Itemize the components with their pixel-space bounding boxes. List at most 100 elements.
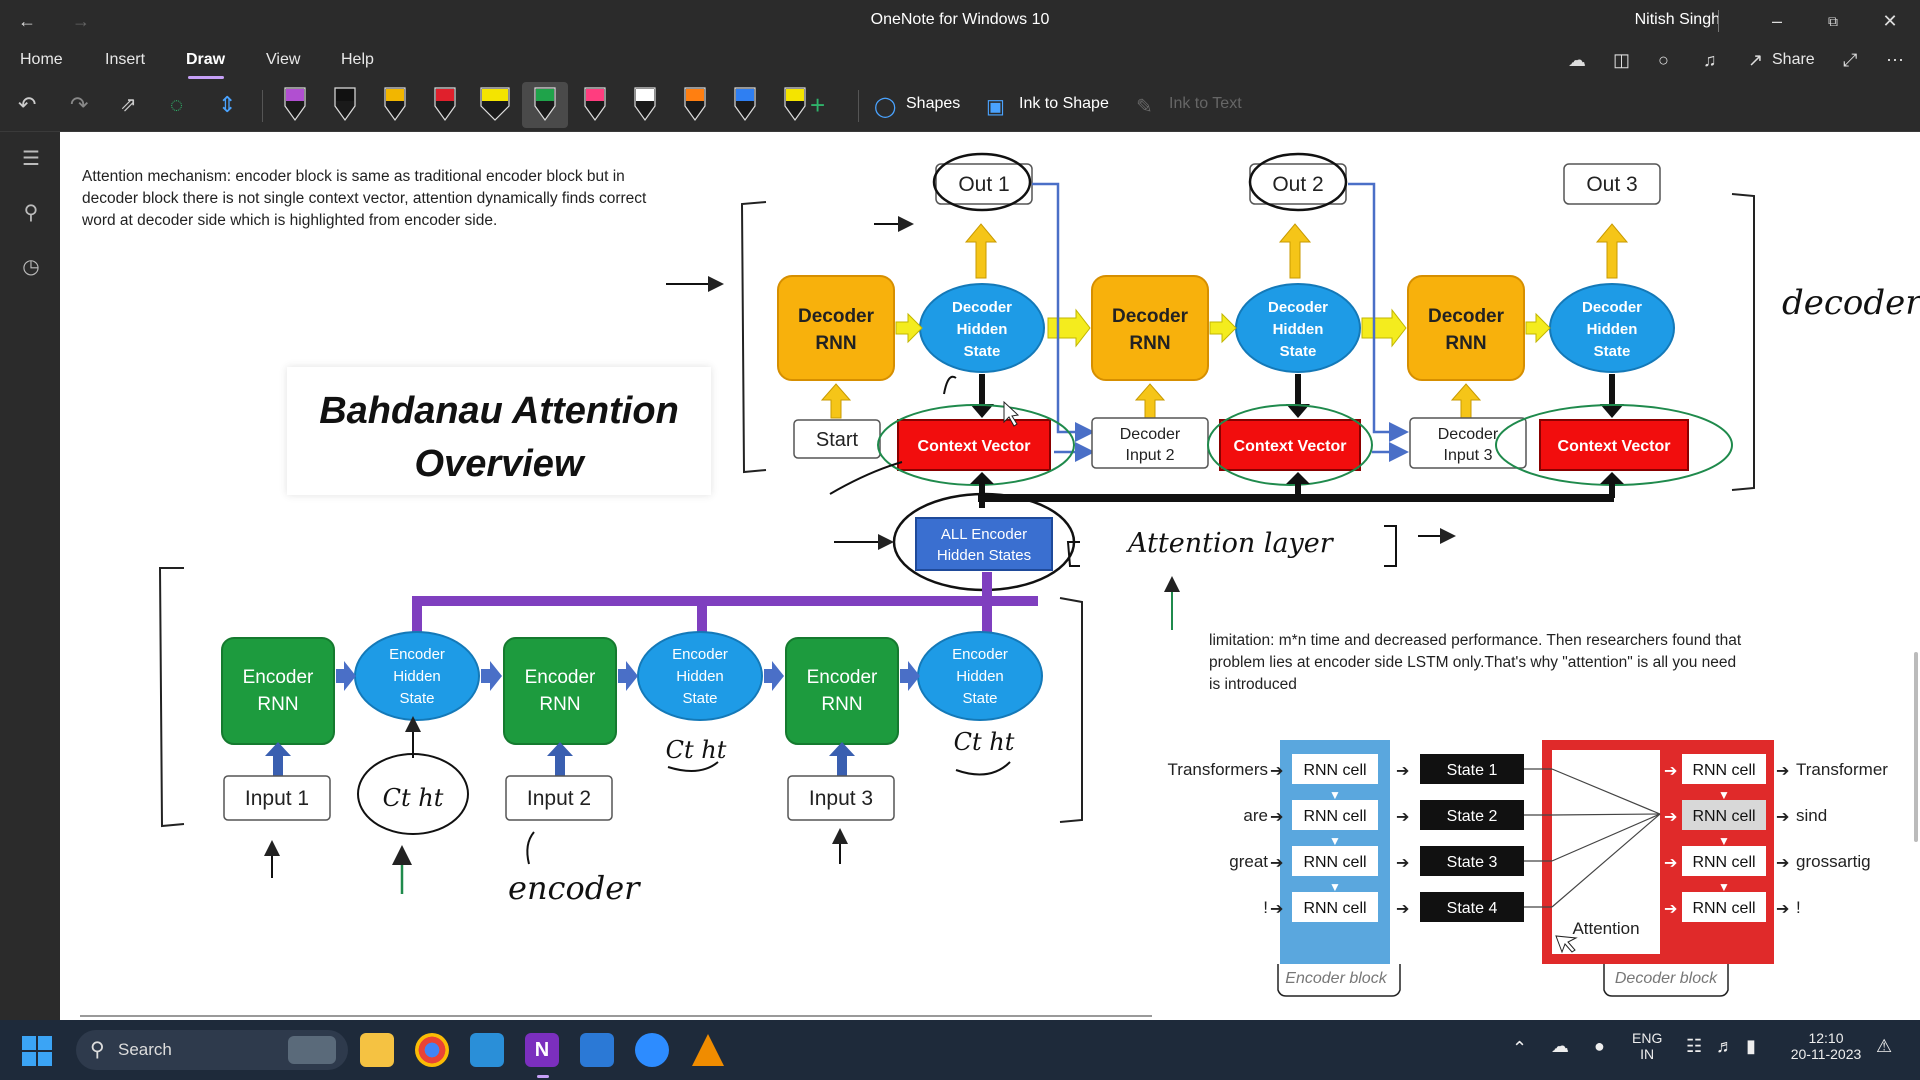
yellow-arrow xyxy=(1595,223,1629,279)
encoder-bracket-right xyxy=(1059,597,1083,823)
search-icon[interactable]: ⚲ xyxy=(23,202,39,224)
encoder-rnn-cell xyxy=(1292,846,1378,876)
decoder-rnn-cell xyxy=(1682,754,1766,784)
language-indicator[interactable]: ENG IN xyxy=(1632,1030,1662,1062)
input-2-box xyxy=(505,775,613,821)
arrow-icon: ➔ xyxy=(1664,901,1677,918)
shapes-button[interactable]: Shapes xyxy=(906,95,961,112)
tray-chevron-icon[interactable]: ⌃ xyxy=(1512,1038,1528,1058)
chrome-icon[interactable] xyxy=(415,1033,449,1067)
ink-stroke xyxy=(526,831,535,865)
redo-icon[interactable]: ↷ xyxy=(70,92,89,117)
user-name[interactable]: Nitish Singh xyxy=(1634,11,1720,28)
encoder-rnn-3-label: RNN xyxy=(821,694,862,715)
ink-to-text-button[interactable]: Ink to Text xyxy=(1169,95,1242,112)
pen-tool[interactable] xyxy=(522,82,568,128)
ink-to-shape-button[interactable]: Ink to Shape xyxy=(1019,95,1109,112)
tab-home[interactable]: Home xyxy=(20,51,63,68)
clock[interactable]: 12:10 20-11-2023 xyxy=(1786,1030,1866,1062)
arrow-icon: ➔ xyxy=(1396,763,1409,780)
yellow-arrow xyxy=(1047,308,1091,348)
notification-bell-icon[interactable]: ⚠ xyxy=(1876,1036,1893,1056)
tab-insert[interactable]: Insert xyxy=(105,51,146,68)
decoder-hidden-1-label: State xyxy=(964,343,1001,360)
arrow-icon: ➔ xyxy=(1270,901,1283,918)
decoder-hidden-3-label: Hidden xyxy=(1587,321,1638,338)
state-label: State 2 xyxy=(1447,808,1498,825)
context-vector-1-label: Context Vector xyxy=(918,438,1031,455)
restore-icon[interactable]: ⧉ xyxy=(1828,13,1838,29)
taskbar: ⚲ Search N ⌃ ☁ ● ENG IN ☷ ♬ ▮ 12:10 20-1… xyxy=(0,1020,1920,1080)
forward-arrow-icon[interactable]: → xyxy=(72,11,90,31)
share-button[interactable]: Share xyxy=(1772,51,1815,68)
all-encoder-states-label: Hidden States xyxy=(937,547,1031,564)
add-space-icon[interactable]: ⇕ xyxy=(218,92,237,117)
pen-tool[interactable] xyxy=(284,87,306,122)
vertical-scrollbar[interactable] xyxy=(1914,652,1918,842)
yellow-arrow xyxy=(964,223,998,279)
minimize-icon[interactable]: – xyxy=(1771,11,1782,31)
title-bar: ← → OneNote for Windows 10 Nitish Singh … xyxy=(0,0,1920,42)
rnn-cell-label: RNN cell xyxy=(1303,762,1366,779)
pen-tool[interactable] xyxy=(634,87,656,122)
arrow-icon: ➔ xyxy=(1664,763,1677,780)
notebook-icon[interactable]: ◫ xyxy=(1613,50,1631,70)
tab-help[interactable]: Help xyxy=(341,51,374,68)
pen-tool[interactable] xyxy=(784,87,806,122)
note-canvas[interactable]: Attention mechanism: encoder block is sa… xyxy=(60,132,1920,1020)
notebooks-icon[interactable]: ☰ xyxy=(22,148,40,170)
tab-view[interactable]: View xyxy=(266,51,301,68)
zoom-icon[interactable] xyxy=(635,1033,669,1067)
close-icon[interactable]: ✕ xyxy=(1882,11,1898,31)
context-vector-3 xyxy=(1539,419,1689,471)
arrow-icon: ➔ xyxy=(1776,763,1789,780)
ink-to-text-icon[interactable]: ✎ xyxy=(1136,96,1153,118)
down-arrow-icon: ▼ xyxy=(1329,788,1341,802)
onenote-icon[interactable]: N xyxy=(525,1033,559,1067)
recent-notes-icon[interactable]: ◷ xyxy=(22,256,40,278)
volume-icon[interactable]: ♬ xyxy=(1716,1036,1734,1056)
encoder-rnn-cell xyxy=(1292,800,1378,830)
pen-tool[interactable] xyxy=(334,87,356,122)
taskbar-search[interactable]: ⚲ Search xyxy=(76,1030,348,1070)
ink-stroke xyxy=(955,761,1011,776)
pen-tool[interactable] xyxy=(480,87,510,121)
input-3-label: Input 3 xyxy=(809,787,873,810)
windows-start-icon[interactable] xyxy=(22,1036,52,1066)
battery-icon[interactable]: ▮ xyxy=(1746,1036,1756,1056)
more-icon[interactable]: ⋯ xyxy=(1886,50,1904,70)
pen-tool[interactable] xyxy=(434,87,456,122)
sync-icon[interactable]: ☁ xyxy=(1568,50,1586,70)
pen-tool[interactable] xyxy=(384,87,406,122)
pen-tool[interactable] xyxy=(684,87,706,122)
file-explorer-icon[interactable] xyxy=(360,1033,394,1067)
attention-note-text[interactable]: Attention mechanism: encoder block is sa… xyxy=(82,168,647,229)
wifi-icon[interactable]: ☷ xyxy=(1686,1036,1703,1056)
pen-palette[interactable]: + xyxy=(268,80,828,132)
limitation-note-text[interactable]: limitation: m*n time and decreased perfo… xyxy=(1209,632,1742,693)
shapes-icon[interactable]: ◯ xyxy=(874,96,897,118)
undo-icon[interactable]: ↶ xyxy=(18,92,37,117)
attention-layer-bracket xyxy=(1384,525,1397,567)
add-pen-icon[interactable]: + xyxy=(810,90,825,120)
bell-icon[interactable]: ♫ xyxy=(1703,50,1717,70)
pen-tool[interactable] xyxy=(734,87,756,122)
vlc-icon[interactable] xyxy=(692,1034,724,1066)
type-select-icon[interactable]: ⇗ xyxy=(120,94,137,116)
lightbulb-icon[interactable]: ○ xyxy=(1658,50,1669,70)
notepad-icon[interactable] xyxy=(580,1033,614,1067)
blue-arrow xyxy=(481,661,502,691)
onedrive-icon[interactable]: ☁ xyxy=(1551,1036,1569,1056)
arrow-icon: ➔ xyxy=(1776,901,1789,918)
share-icon[interactable]: ↗ xyxy=(1748,50,1764,70)
ink-to-shape-icon[interactable]: ▣ xyxy=(986,96,1005,118)
decoder-rnn-2-label: Decoder xyxy=(1112,306,1189,327)
pen-tool[interactable] xyxy=(584,87,606,122)
remote-desktop-icon[interactable] xyxy=(470,1033,504,1067)
rnn-cell-label: RNN cell xyxy=(1692,808,1755,825)
fullscreen-icon[interactable]: ⤢ xyxy=(1843,50,1858,70)
lasso-select-icon[interactable]: ◌ xyxy=(170,92,184,117)
tab-draw[interactable]: Draw xyxy=(186,51,226,68)
microphone-icon[interactable]: ● xyxy=(1594,1036,1605,1056)
back-arrow-icon[interactable]: ← xyxy=(18,11,36,31)
